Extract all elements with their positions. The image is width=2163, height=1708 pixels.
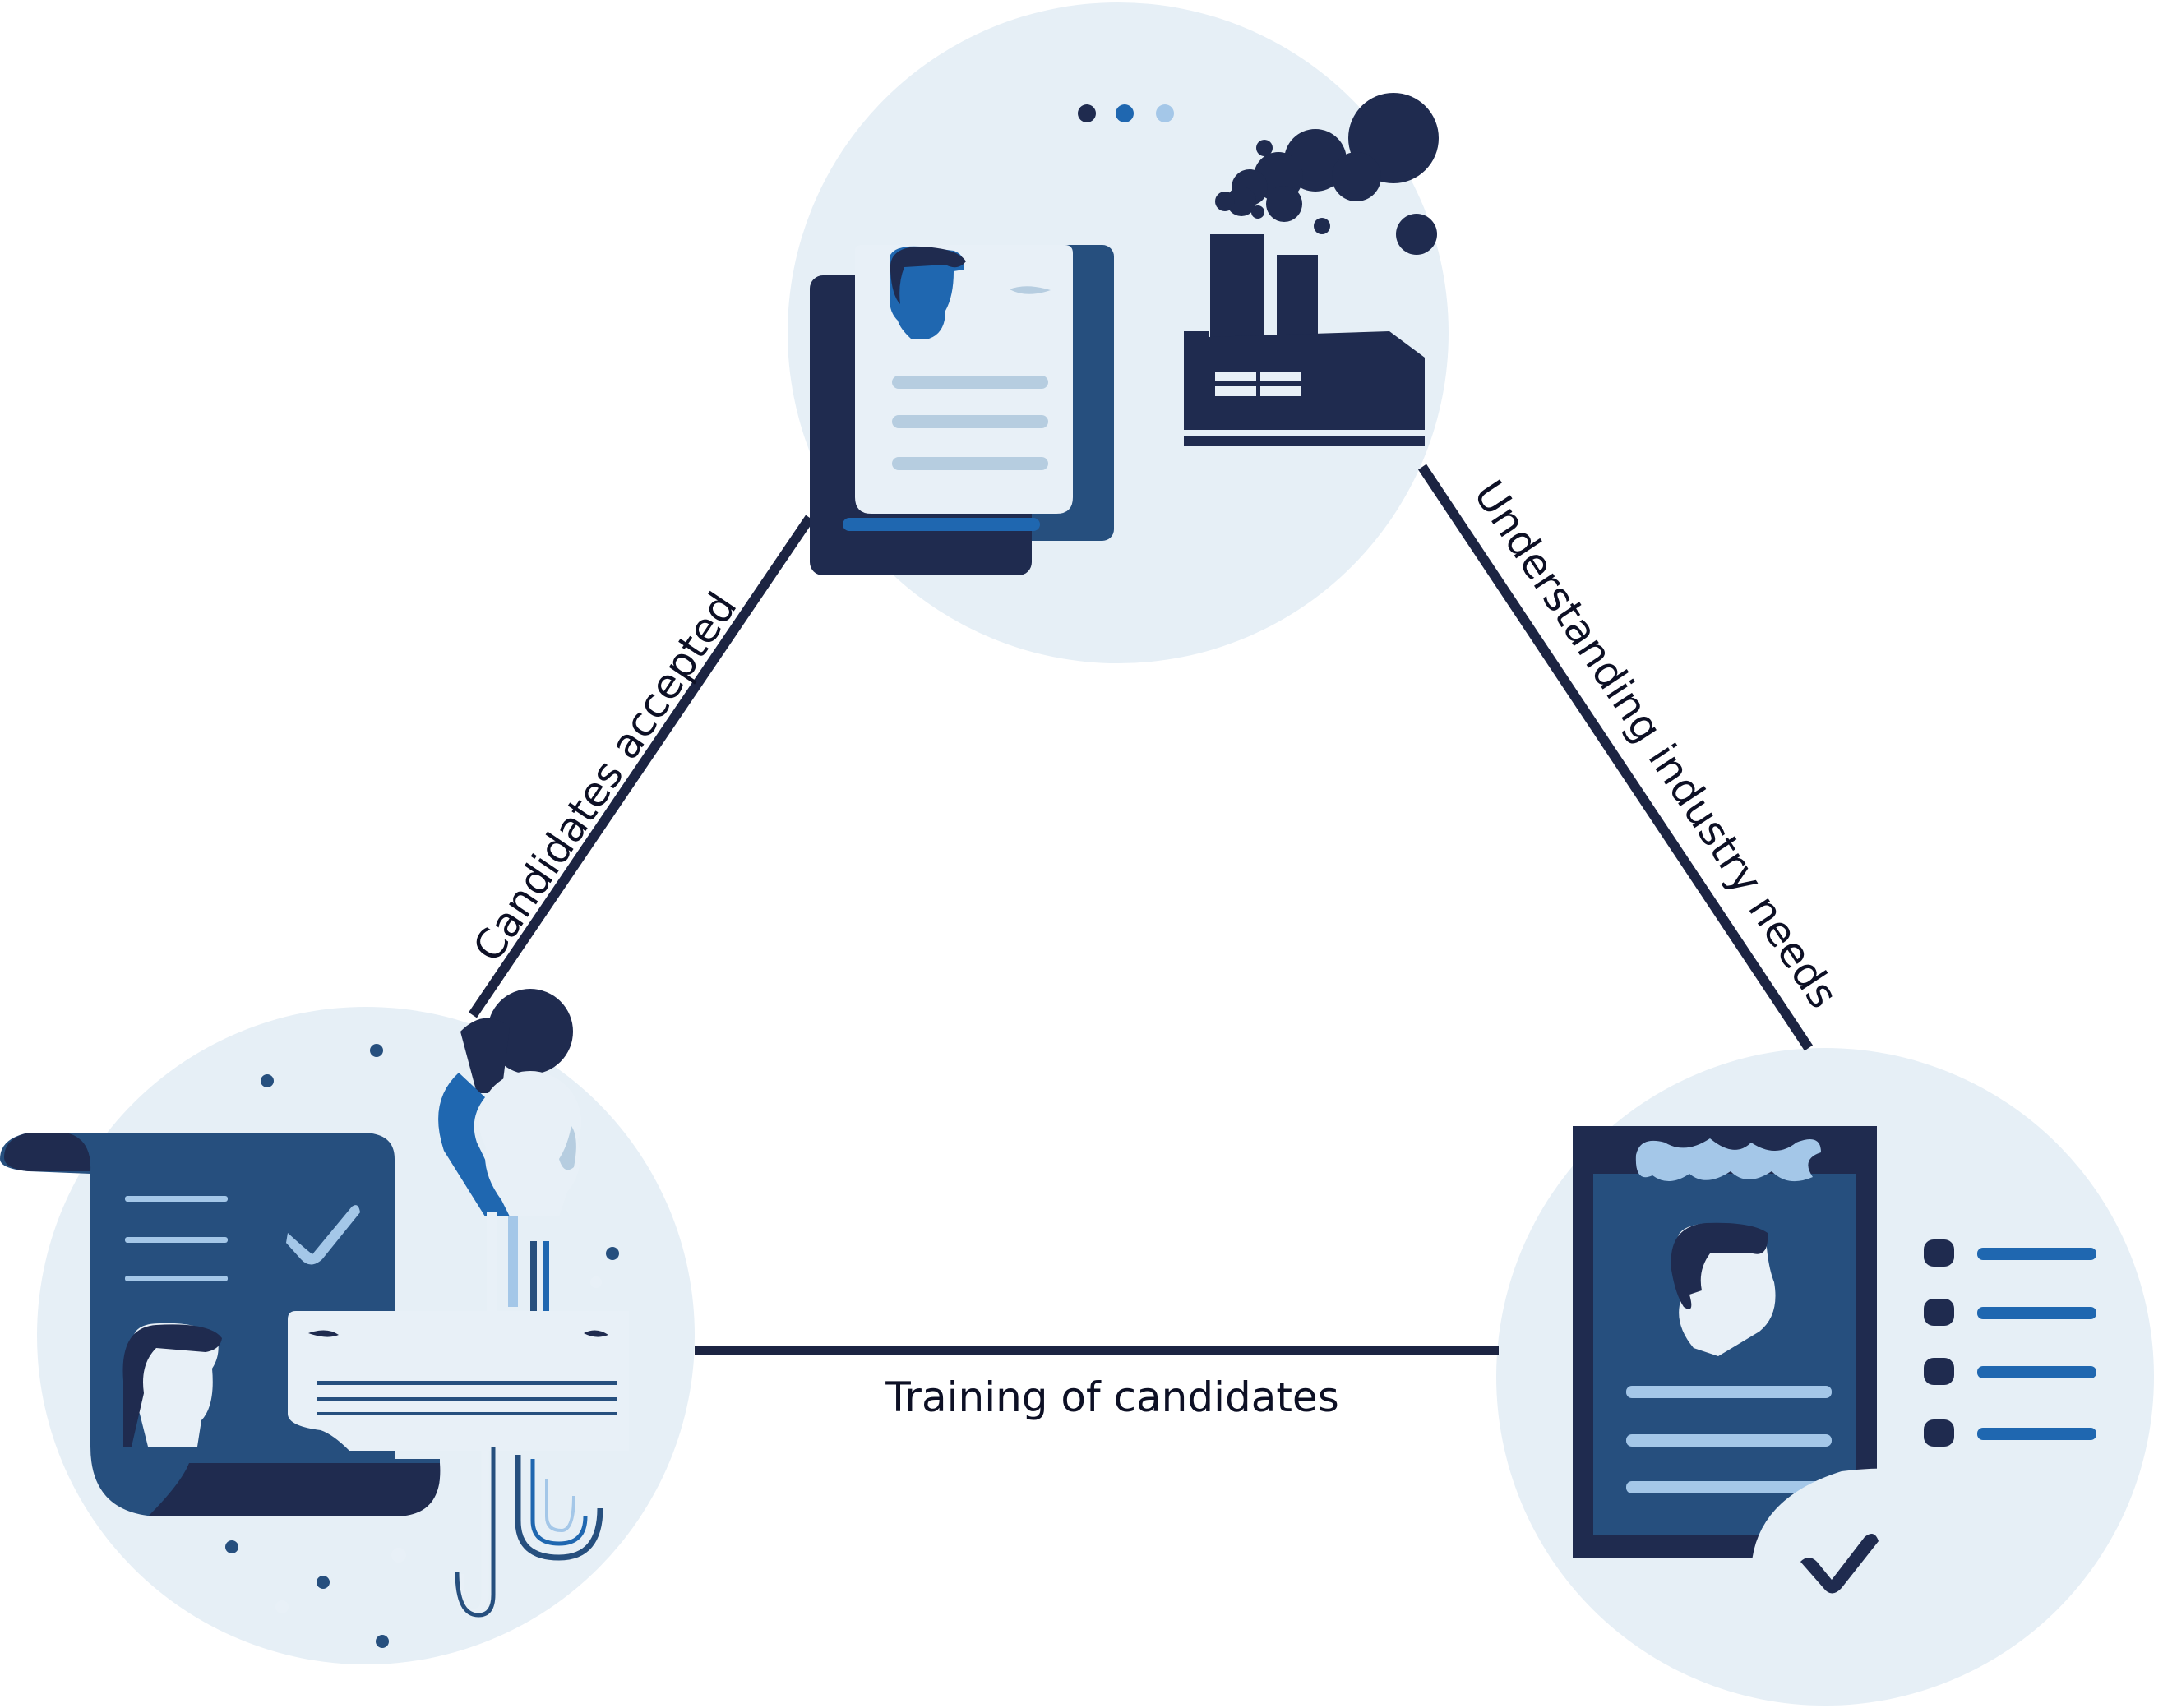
right-node <box>1573 1126 2096 1594</box>
check-badge-icon <box>1750 1468 1953 1594</box>
check-icon <box>286 1205 360 1265</box>
checklist-icon <box>1924 1239 2096 1447</box>
decoration-dots <box>225 1044 619 1648</box>
dots-icon <box>1078 104 1174 122</box>
edge-label-bottom: Training of candidates <box>885 1373 1339 1421</box>
resume-document-icon <box>810 245 1114 575</box>
edge-line-left <box>469 515 814 1018</box>
top-node <box>810 93 1439 575</box>
lightbulb-icon <box>438 989 603 1618</box>
certificate-document-icon <box>1573 1126 1877 1558</box>
left-node <box>0 989 629 1648</box>
edge-label-right: Understanding industry needs <box>1464 472 1847 1016</box>
edge-label-left: Candidates accepted <box>464 584 746 970</box>
paper-slip <box>288 1311 629 1451</box>
edge-line-right <box>1418 464 1813 1051</box>
factory-icon <box>1184 93 1439 446</box>
